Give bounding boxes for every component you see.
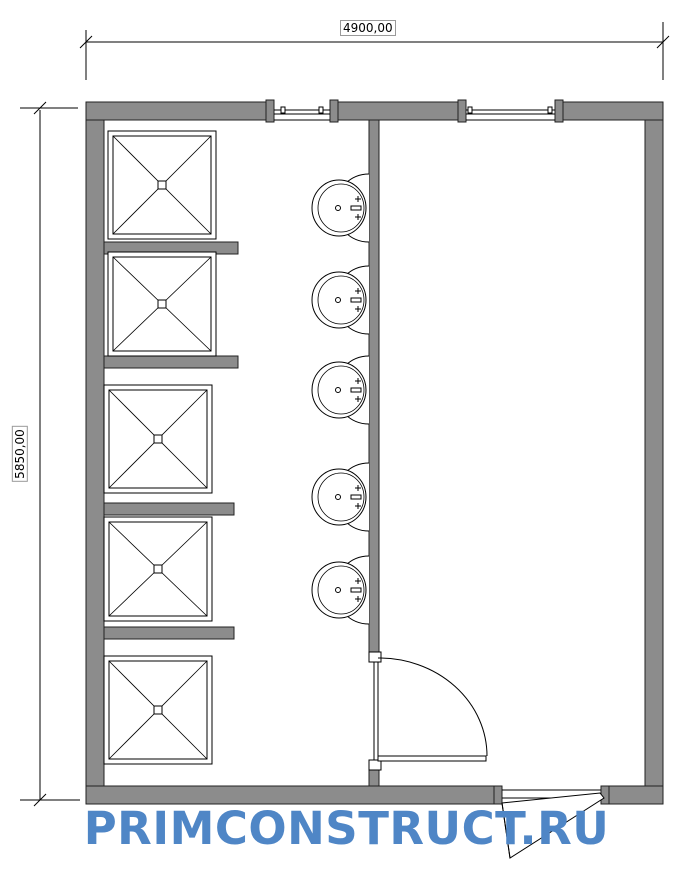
washbasins <box>311 173 370 625</box>
faucet-icon <box>350 494 362 500</box>
height-dimension-label: 5850,00 <box>11 426 28 482</box>
window-right <box>457 99 564 123</box>
shower-tray <box>103 516 213 622</box>
interior-door[interactable] <box>368 651 488 771</box>
drain-icon <box>335 494 341 500</box>
window-left <box>265 99 339 123</box>
height-dimension <box>20 101 80 807</box>
washbasin <box>311 265 370 335</box>
drain-icon <box>335 205 341 211</box>
washbasin <box>311 173 370 243</box>
faucet-icon <box>350 387 362 393</box>
entrance-door[interactable] <box>493 785 610 859</box>
drain-icon <box>153 434 163 444</box>
faucet-icon <box>350 297 362 303</box>
drain-icon <box>335 387 341 393</box>
faucet-icon <box>350 587 362 593</box>
shower-tray <box>103 384 213 494</box>
washbasin <box>311 462 370 532</box>
width-dimension <box>79 22 670 80</box>
drain-icon <box>157 180 167 190</box>
stall-dividers <box>103 241 239 640</box>
drain-icon <box>157 299 167 309</box>
brand-watermark: PRIMCONSTRUCT.RU <box>83 802 610 855</box>
width-dimension-label: 4900,00 <box>340 20 396 36</box>
washbasin <box>311 555 370 625</box>
drain-icon <box>153 705 163 715</box>
shower-tray <box>103 655 213 765</box>
washbasin <box>311 355 370 425</box>
drain-icon <box>335 587 341 593</box>
outer-walls <box>85 101 664 805</box>
shower-trays <box>103 130 217 765</box>
drain-icon <box>153 564 163 574</box>
faucet-icon <box>350 205 362 211</box>
drain-icon <box>335 297 341 303</box>
shower-tray <box>107 251 217 357</box>
shower-tray <box>107 130 217 240</box>
